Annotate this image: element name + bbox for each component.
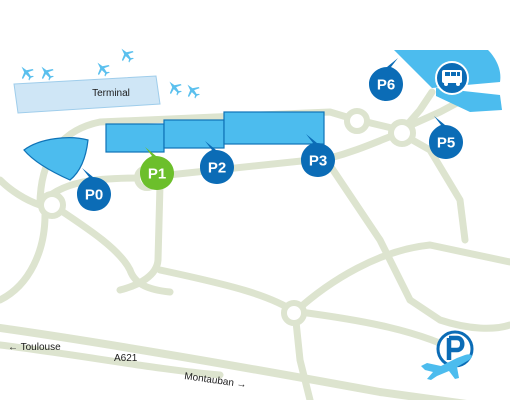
road-diagonal — [156, 266, 299, 316]
airplane-icon — [169, 81, 182, 96]
highway-a621 — [0, 324, 467, 400]
marker-p3[interactable]: P3 — [301, 134, 335, 177]
road-south-link — [0, 341, 224, 379]
west-road-lower — [0, 211, 49, 304]
parking-markers: P0 P1 P2 P3 P5 P6 — [77, 58, 463, 211]
zone-p0[interactable] — [23, 137, 89, 181]
marker-label: P5 — [437, 135, 455, 152]
bus-icon — [442, 70, 462, 86]
road-center-east — [291, 241, 510, 316]
pin-icon — [77, 168, 111, 211]
road-label-a621: A621 — [114, 353, 138, 364]
marker-p5[interactable]: P5 — [429, 116, 463, 159]
roundabout-south — [281, 300, 307, 326]
pin-icon — [301, 134, 335, 177]
marker-label: P3 — [309, 153, 327, 170]
airplane-icon — [97, 62, 110, 77]
zone-p1[interactable] — [105, 123, 165, 153]
parking-airplane-icon — [421, 330, 474, 380]
airplane-icon — [187, 84, 200, 99]
roundabout-east — [344, 108, 370, 134]
pin-icon — [369, 58, 403, 101]
marker-label: P0 — [85, 187, 103, 204]
road-east-south — [406, 296, 510, 332]
airplane-icon — [121, 48, 134, 63]
bus-stop[interactable] — [435, 61, 469, 95]
zone-p2[interactable] — [163, 119, 225, 149]
terminal-building: Terminal — [13, 75, 161, 114]
road-p1-south — [116, 181, 164, 294]
road-p3-south — [321, 154, 414, 304]
pin-icon — [429, 116, 463, 159]
terminal-label: Terminal — [92, 88, 130, 99]
marker-p0[interactable]: P0 — [77, 168, 111, 211]
roundabout-p5 — [388, 119, 416, 147]
roundabout-west — [38, 191, 66, 219]
marker-p6[interactable]: P6 — [369, 58, 403, 101]
marker-label: P6 — [377, 77, 395, 94]
airplane-icons — [21, 48, 200, 99]
west-road-curve — [56, 206, 174, 296]
road-network — [0, 88, 510, 400]
direction-toulouse: ← Toulouse — [8, 342, 61, 353]
marker-p2[interactable]: P2 — [200, 141, 234, 184]
airplane-icon — [41, 66, 54, 81]
road-center-south — [291, 308, 314, 400]
marker-label: P1 — [148, 166, 166, 183]
pin-icon — [200, 141, 234, 184]
east-road-south — [396, 129, 469, 244]
marker-p1[interactable]: P1 — [140, 147, 174, 190]
west-road-upper — [0, 176, 44, 209]
marker-label: P2 — [208, 160, 226, 177]
airplane-icon — [21, 66, 34, 81]
pin-icon — [140, 147, 174, 190]
zone-p3[interactable] — [223, 111, 325, 145]
